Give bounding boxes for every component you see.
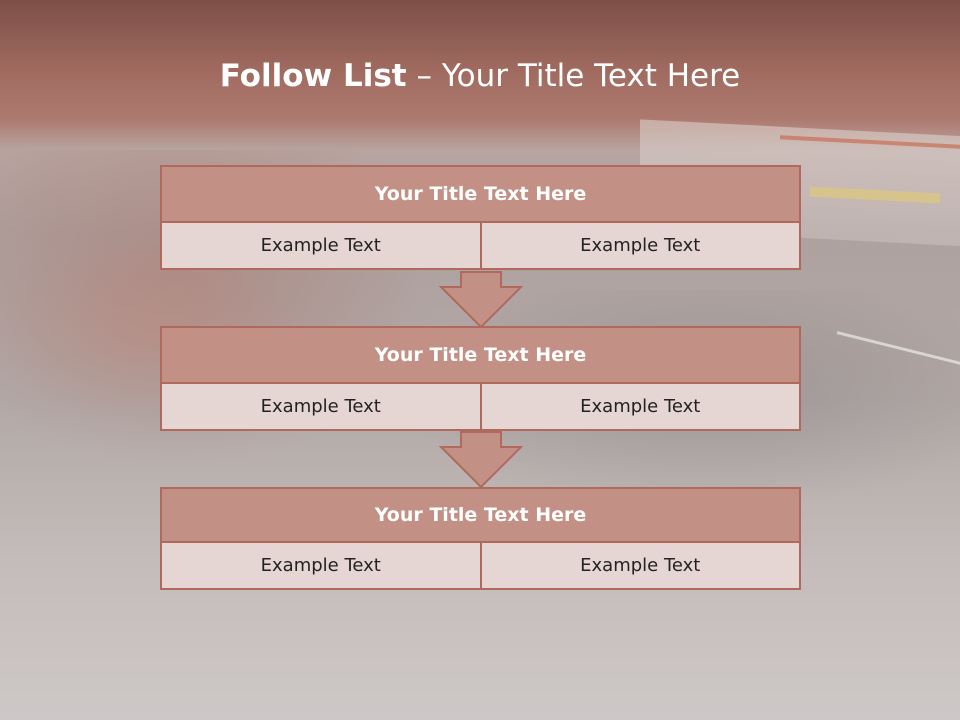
block-title: Your Title Text Here	[160, 487, 801, 543]
list-block: Your Title Text Here Example Text Exampl…	[160, 487, 801, 590]
background-spreadsheet-header	[780, 135, 960, 149]
down-arrow-icon	[439, 431, 523, 489]
slide-title-rest: – Your Title Text Here	[406, 58, 741, 94]
block-row: Example Text Example Text	[160, 541, 801, 590]
block-title: Your Title Text Here	[160, 165, 801, 223]
block-cell-right: Example Text	[479, 221, 801, 270]
slide-title: Follow List – Your Title Text Here	[0, 55, 960, 97]
block-row: Example Text Example Text	[160, 382, 801, 431]
list-block: Your Title Text Here Example Text Exampl…	[160, 165, 801, 270]
block-cell-left: Example Text	[160, 382, 482, 431]
block-title: Your Title Text Here	[160, 326, 801, 384]
slide-title-bold: Follow List	[219, 58, 407, 94]
block-cell-left: Example Text	[160, 221, 482, 270]
block-cell-right: Example Text	[479, 382, 801, 431]
background-spreadsheet-highlight	[810, 186, 940, 204]
block-cell-left: Example Text	[160, 541, 482, 590]
list-block: Your Title Text Here Example Text Exampl…	[160, 326, 801, 431]
down-arrow-icon	[439, 271, 523, 329]
background-laptop-edge	[836, 331, 960, 368]
block-cell-right: Example Text	[479, 541, 801, 590]
block-row: Example Text Example Text	[160, 221, 801, 270]
